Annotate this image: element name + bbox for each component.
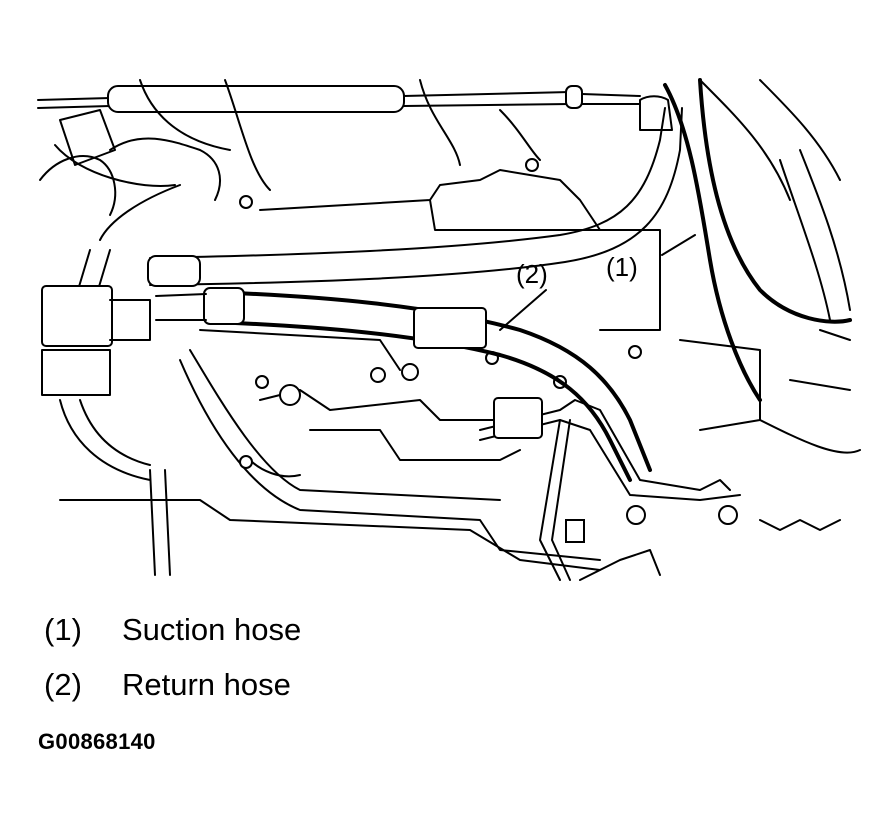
callout-1: (1) [606,252,638,282]
legend-label: Return hose [122,667,291,702]
upper-cables [37,79,641,191]
legend-number: (1) [44,612,82,647]
legend-item-return-hose: (2) Return hose [44,669,291,700]
figure-id: G00868140 [38,729,156,754]
engine-body [59,79,861,571]
engine-bay-line-drawing: (2) (1) [37,78,861,581]
callout-1-group: (1) [606,234,696,282]
right-large-hose [698,78,852,391]
callout-2-group: (2) [499,259,548,331]
suction-hose [147,83,762,402]
lower-pipes [479,397,841,581]
legend-number: (2) [44,667,82,702]
left-connectors [39,109,221,576]
callout-2: (2) [516,259,548,289]
legend-item-suction-hose: (1) Suction hose [44,614,301,645]
legend-label: Suction hose [122,612,302,647]
